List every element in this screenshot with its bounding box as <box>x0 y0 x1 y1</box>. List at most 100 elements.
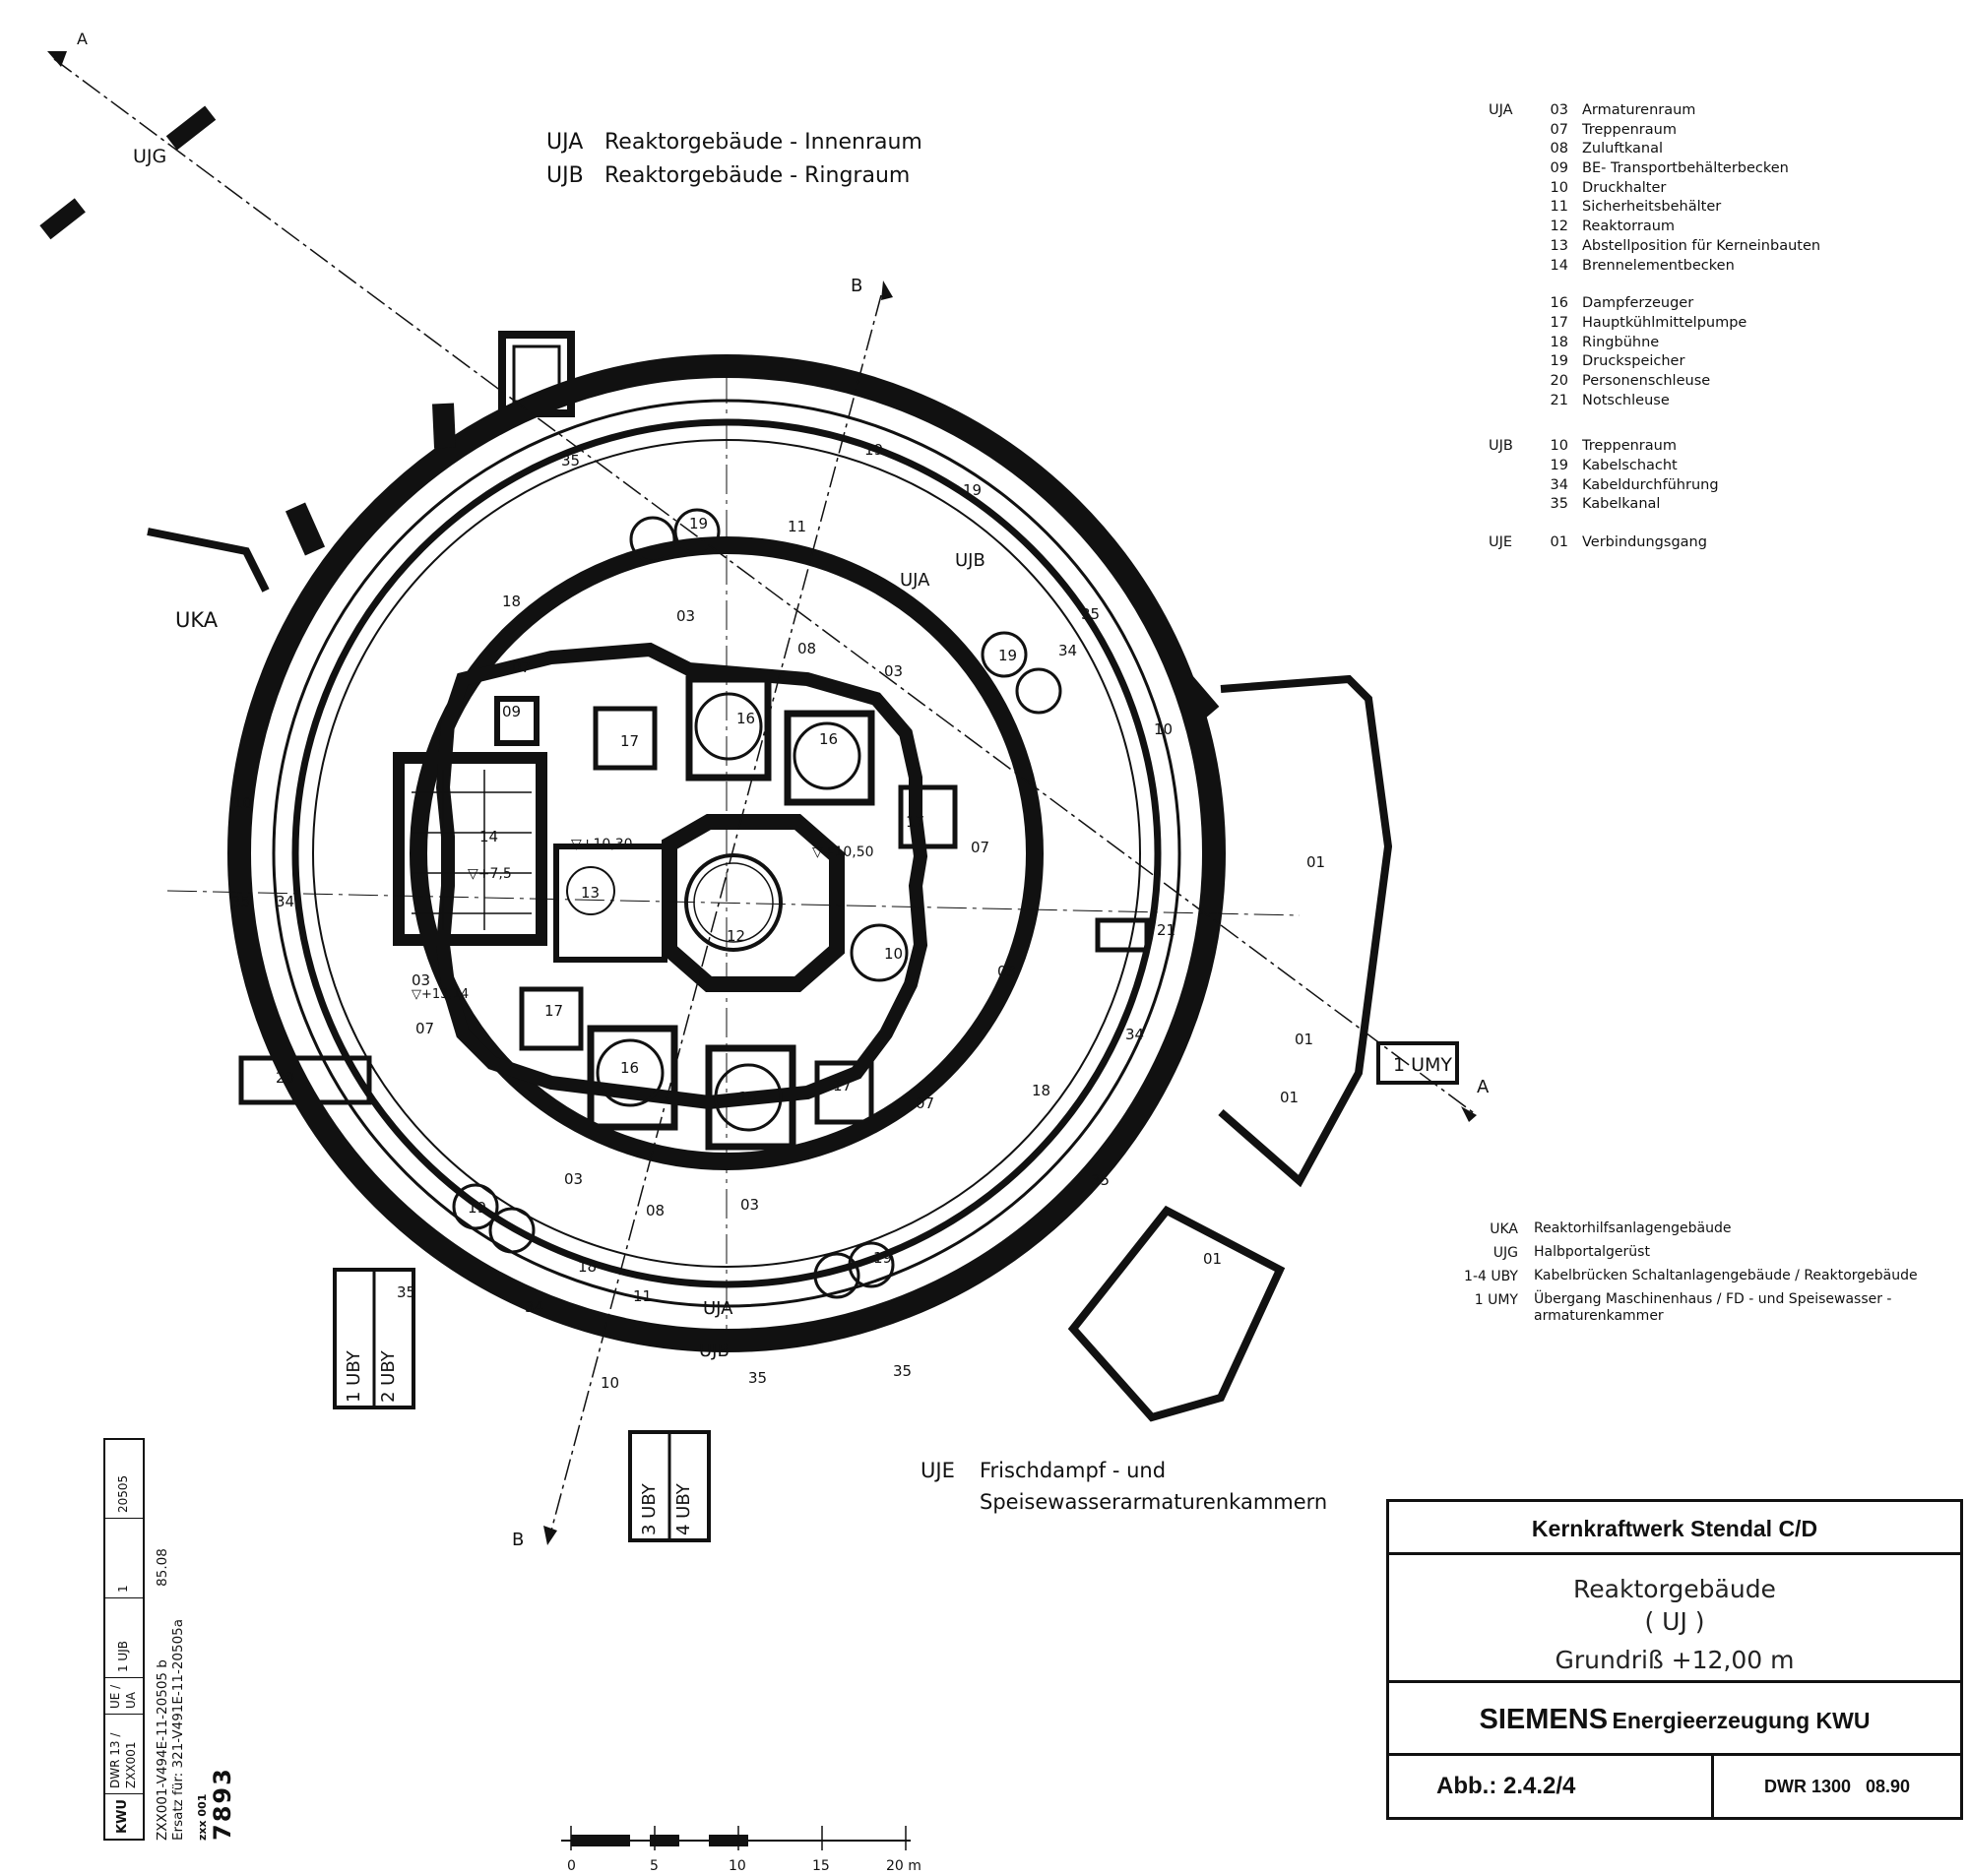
ujb-label: UJB <box>955 550 985 571</box>
title-footer: Abb.: 2.4.2/4 DWR 1300 08.90 <box>1389 1756 1960 1817</box>
building-name: Reaktorgebäude - Innenraum <box>604 130 922 155</box>
coolant-pump-icon <box>593 706 658 771</box>
legend-room-number: 07 <box>1550 121 1568 138</box>
scale-tick-label: 0 <box>567 1858 576 1874</box>
steam-generator-icon <box>694 692 763 761</box>
elevation-label: ▽+7,5 <box>468 866 512 882</box>
room-number: 19 <box>468 1199 486 1217</box>
legend-room-number: 21 <box>1550 392 1568 408</box>
building-code: UKA <box>1490 1221 1518 1237</box>
drawing-ref: DWR 1300 08.90 <box>1763 1777 1911 1796</box>
room-number: 10 <box>601 1374 619 1392</box>
legend-row: 14 Brennelementbecken <box>1489 257 1820 277</box>
room-number: 18 <box>1032 1082 1050 1099</box>
legend-row: 21 Notschleuse <box>1489 392 1820 411</box>
accumulator-icon <box>848 1241 895 1288</box>
section-a-arrow-icon <box>47 51 67 67</box>
legend-room-number: 12 <box>1550 219 1568 235</box>
plant-name: Kernkraftwerk Stendal C/D <box>1389 1502 1960 1555</box>
drawing-stamp: KWU DWR 13 / ZXX001 UE / UA 1 UJB 1 2050… <box>103 1438 236 1841</box>
room-number: 03 <box>884 662 903 680</box>
room-number: 07 <box>512 658 531 676</box>
description-line: ( UJ ) <box>1644 1607 1705 1636</box>
room-number: 01 <box>1295 1031 1313 1048</box>
legend-room-number: 08 <box>1550 141 1568 157</box>
legend-room-number: 18 <box>1550 334 1568 350</box>
section-line-a <box>53 58 1478 1116</box>
room-number: 34 <box>1058 642 1077 659</box>
section-a-label: A <box>77 30 88 48</box>
accumulator-icon <box>813 1252 860 1299</box>
building-code: 1-4 UBY <box>1464 1269 1518 1284</box>
legend-room-name: Druckhalter <box>1582 179 1667 196</box>
room-number: 11 <box>788 518 806 535</box>
room-number: 09 <box>502 703 521 720</box>
room-number: 08 <box>646 1202 665 1219</box>
legend-room-name: Personenschleuse <box>1582 372 1711 389</box>
stamp-date: 85.08 <box>155 1548 170 1587</box>
room-number: 10 <box>233 794 252 812</box>
room-number: 03 <box>997 963 1016 980</box>
legend-room-number: 14 <box>1550 257 1568 274</box>
room-number: 35 <box>748 1369 767 1387</box>
elevation-label: ▽+10,30 <box>571 837 633 852</box>
room-number: 07 <box>971 839 989 856</box>
annex-southeast <box>1067 1205 1286 1422</box>
uby-1-label: 1 UBY <box>344 1349 364 1403</box>
room-number: 35 <box>231 893 250 910</box>
annex-east <box>1218 674 1393 1188</box>
reactor-cavity-12 <box>662 814 845 992</box>
legend-group-code: UJB <box>1489 438 1513 455</box>
legend-room-number: 13 <box>1550 237 1568 254</box>
room-number: 01 <box>1280 1089 1299 1106</box>
uka-stub <box>147 528 270 593</box>
kwu-logo: KWU <box>105 1793 143 1839</box>
legend-room-name: Notschleuse <box>1582 392 1670 408</box>
room-number: 35 <box>561 452 580 469</box>
scale-tick-label: 10 <box>729 1858 746 1874</box>
scale-tick-label: 15 <box>812 1858 830 1874</box>
legend-group-code: UJA <box>1489 102 1513 118</box>
section-b-arrow-icon <box>881 281 893 300</box>
uja-label: UJA <box>703 1298 733 1319</box>
room-number: 35 <box>1081 605 1100 623</box>
legend-room-name: Kabelschacht <box>1582 458 1678 473</box>
legend-group-code: UJE <box>1489 534 1513 551</box>
section-line-b <box>550 294 882 1532</box>
accumulator-icon <box>981 631 1028 678</box>
room-number: 03 <box>740 1196 759 1214</box>
legend-room-number: 19 <box>1550 458 1568 473</box>
section-b-arrow-icon <box>543 1526 557 1545</box>
stamp-line: Ersatz für: 321-V491E-11-20505a <box>170 1618 186 1841</box>
header-legend-row: UJB Reaktorgebäude - Ringraum <box>546 159 922 193</box>
stair-annex-ujg <box>498 331 575 417</box>
room-number: 19 <box>864 441 883 459</box>
room-number: 34 <box>1125 1026 1144 1043</box>
building-code: UJB <box>546 163 584 188</box>
legend-room-number: 03 <box>1550 102 1568 118</box>
scale-tick-label: 20 m <box>886 1858 921 1874</box>
figure-number: Abb.: 2.4.2/4 <box>1389 1756 1714 1817</box>
legend-room-number: 34 <box>1550 476 1568 493</box>
ujb-label: UJB <box>699 1341 730 1361</box>
coolant-pump-icon <box>519 986 584 1051</box>
room-number: 35 <box>893 1362 912 1380</box>
building-code: UJG <box>1493 1245 1518 1261</box>
drawing-description: Reaktorgebäude ( UJ ) Grundriß +12,00 m <box>1389 1555 1960 1683</box>
legend-room-name: Brennelementbecken <box>1582 257 1735 274</box>
steam-generator-icon <box>596 1038 665 1107</box>
section-a-arrow-icon <box>1461 1106 1477 1122</box>
